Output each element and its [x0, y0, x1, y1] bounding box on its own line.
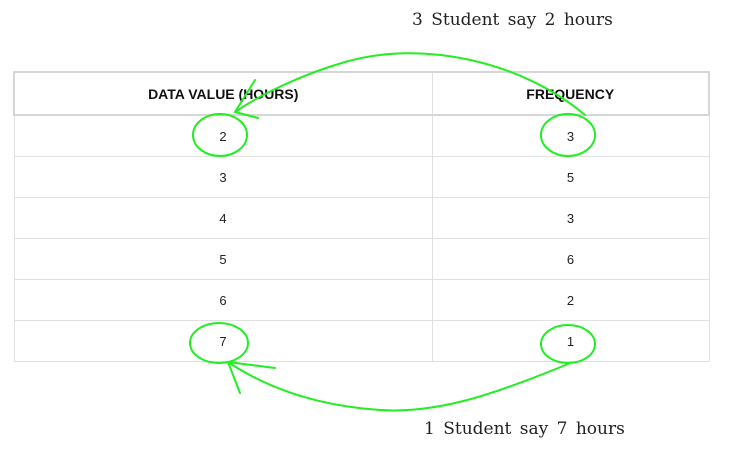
frequency-cell: 2: [431, 279, 710, 321]
frequency-cell: 3: [431, 197, 710, 239]
frequency-cell: 6: [431, 238, 710, 280]
data-value-cell: 7: [13, 320, 433, 362]
table-row: 2 3: [13, 114, 710, 157]
data-value-cell: 2: [13, 114, 433, 157]
header-data-value: DATA VALUE (HOURS): [13, 71, 433, 116]
frequency-table: DATA VALUE (HOURS) FREQUENCY 2 3 3 5 4 3…: [13, 71, 710, 362]
data-value-cell: 5: [13, 238, 433, 280]
data-value-cell: 4: [13, 197, 433, 239]
frequency-cell: 3: [431, 114, 710, 157]
data-value-cell: 3: [13, 156, 433, 198]
frequency-cell: 1: [431, 320, 710, 362]
table-row: 7 1: [13, 320, 710, 362]
data-value-cell: 6: [13, 279, 433, 321]
table-row: 6 2: [13, 279, 710, 321]
annotation-top: 3 Student say 2 hours: [412, 10, 613, 30]
table-header-row: DATA VALUE (HOURS) FREQUENCY: [13, 71, 710, 116]
table-row: 4 3: [13, 197, 710, 239]
arrow-bottom-curve: [227, 361, 569, 412]
annotation-bottom: 1 Student say 7 hours: [424, 419, 625, 439]
arrow-bottom-head: [227, 361, 276, 394]
table-row: 3 5: [13, 156, 710, 198]
frequency-cell: 5: [431, 156, 710, 198]
header-frequency: FREQUENCY: [431, 71, 710, 116]
table-row: 5 6: [13, 238, 710, 280]
